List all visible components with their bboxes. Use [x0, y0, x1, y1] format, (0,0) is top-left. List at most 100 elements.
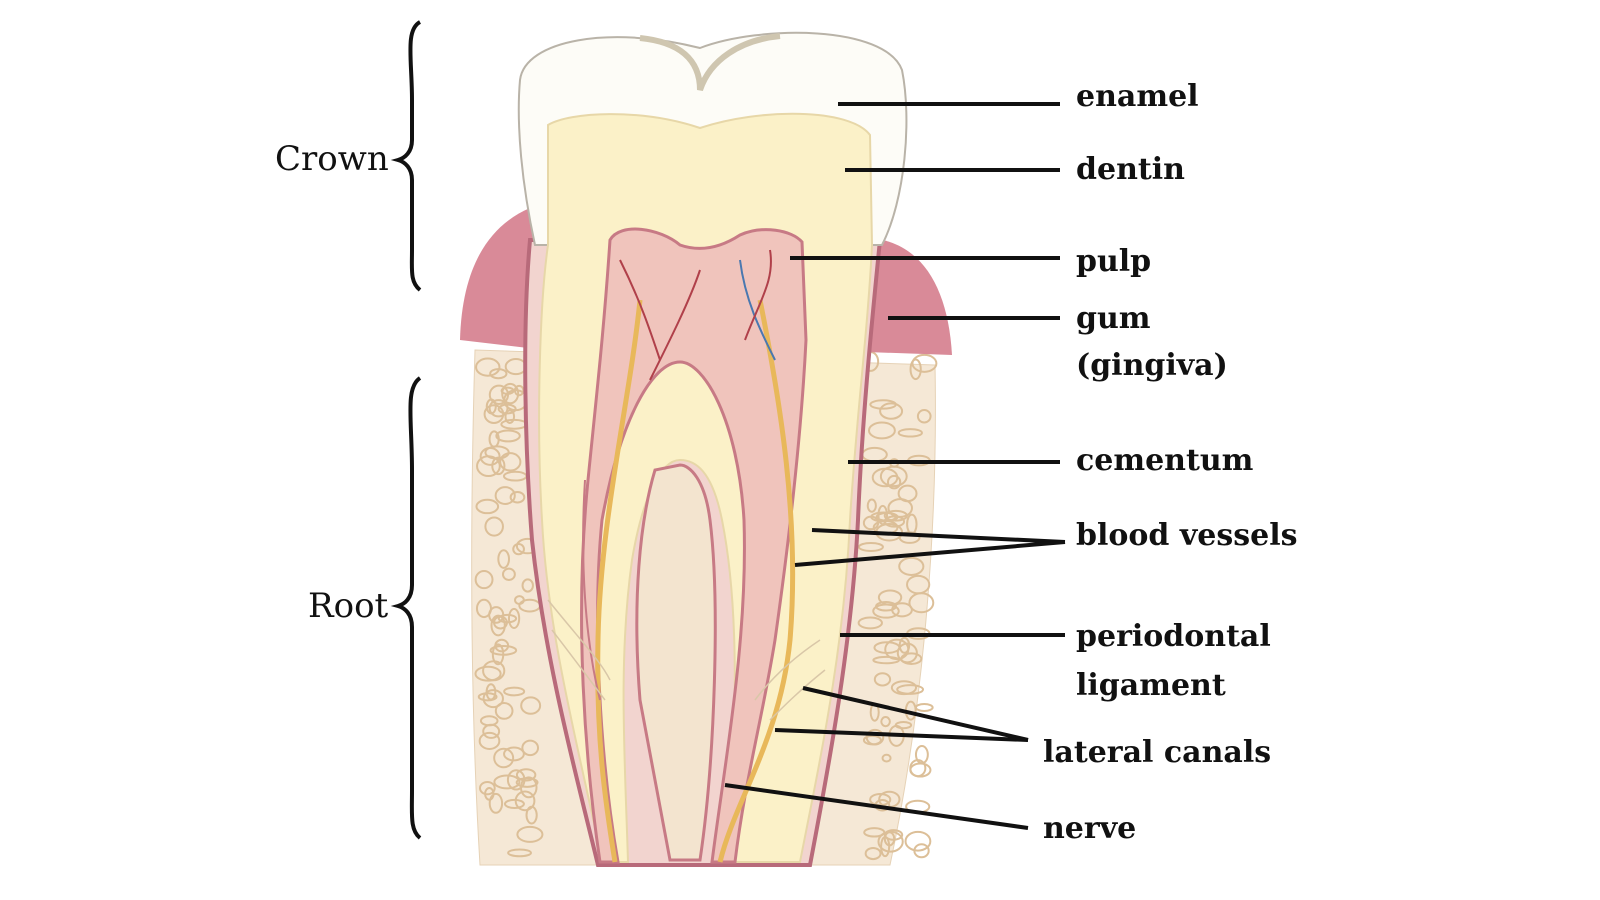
bone-texture: [494, 486, 516, 505]
bone-texture: [883, 831, 896, 847]
bone-texture: [477, 692, 498, 702]
bone-texture: [887, 498, 913, 518]
bone-texture: [475, 357, 501, 377]
bone-texture: [478, 780, 496, 796]
bone-texture: [872, 655, 901, 665]
bone-texture: [479, 447, 501, 466]
bone-texture: [495, 429, 521, 443]
bone-texture: [501, 382, 520, 405]
bone-texture: [880, 716, 891, 728]
label-ligament: ligament: [1076, 668, 1226, 703]
bone-texture: [869, 399, 897, 410]
bone-texture: [871, 467, 899, 488]
bone-texture: [886, 474, 902, 490]
bone-texture: [497, 549, 511, 569]
bone-texture: [521, 578, 534, 593]
label-periodontal: periodontal: [1076, 619, 1271, 654]
bone-texture: [507, 607, 521, 630]
bone-texture: [503, 746, 525, 762]
bone-texture: [493, 774, 521, 790]
bone-texture: [475, 598, 492, 619]
bone-texture: [503, 686, 526, 697]
label-pulp: pulp: [1076, 244, 1151, 279]
bone-texture: [867, 421, 896, 440]
blood-vessels: [582, 249, 796, 863]
bone-texture: [896, 684, 925, 695]
bone-texture: [490, 614, 506, 637]
label-dentin: dentin: [1076, 152, 1185, 187]
bone-texture: [873, 672, 892, 687]
bone-texture: [504, 409, 516, 424]
bone-texture: [478, 731, 501, 751]
bone-texture: [491, 456, 506, 476]
bone-texture: [857, 541, 884, 552]
label-enamel: enamel: [1076, 79, 1199, 114]
label-gum: gum: [1076, 301, 1151, 336]
leader-lines: [724, 102, 1066, 830]
bone-texture: [494, 701, 514, 720]
root-brace: [390, 376, 422, 840]
bone-texture: [879, 402, 904, 420]
bone-texture: [497, 613, 518, 624]
bone-texture: [914, 703, 934, 712]
label-lateral-canals: lateral canals: [1043, 735, 1271, 770]
bone-texture: [501, 567, 516, 581]
bone-texture: [862, 734, 882, 746]
label-gingiva: (gingiva): [1076, 348, 1228, 383]
bone-texture: [515, 768, 537, 782]
label-cementum: cementum: [1076, 443, 1254, 478]
bone-texture: [898, 636, 911, 654]
bone-texture: [864, 846, 882, 861]
bone-texture: [525, 805, 538, 825]
bone-texture: [484, 516, 504, 537]
bone-texture: [909, 759, 927, 778]
bone-texture: [503, 798, 525, 810]
bone-texture: [499, 452, 522, 472]
bone-texture: [872, 603, 900, 619]
label-blood-vessels: blood vessels: [1076, 518, 1297, 553]
bone-texture: [914, 745, 929, 765]
gum: [866, 238, 952, 355]
label-nerve: nerve: [1043, 811, 1136, 846]
bone-texture: [474, 665, 502, 682]
bone-texture: [906, 574, 931, 595]
crown-brace: [390, 20, 422, 292]
bone-texture: [488, 399, 509, 418]
bone-texture: [497, 403, 517, 415]
bone-texture: [881, 753, 892, 763]
bone-texture: [521, 739, 540, 757]
bone-texture: [488, 792, 504, 814]
bone-texture: [519, 776, 538, 799]
bone-texture: [520, 696, 542, 715]
bone-texture: [509, 491, 526, 504]
bone-texture: [896, 642, 918, 664]
bone-texture: [474, 570, 494, 590]
bone-texture: [507, 848, 532, 858]
bone-texture: [897, 428, 923, 438]
bone-texture: [879, 465, 908, 488]
bone-texture: [900, 652, 923, 665]
bone-texture: [493, 747, 515, 769]
gum: [460, 208, 545, 350]
bone-texture: [475, 498, 500, 515]
bone-texture: [898, 556, 925, 576]
bone-texture: [866, 498, 877, 513]
lateral-canals: [547, 599, 826, 721]
bone-texture: [891, 602, 913, 618]
crown-label: Crown: [275, 139, 389, 179]
bone-texture: [857, 616, 883, 630]
bone-texture: [512, 542, 525, 556]
bone-texture: [491, 643, 505, 666]
bone-texture: [916, 408, 932, 424]
bone-texture: [482, 689, 504, 709]
pulp: [580, 227, 808, 864]
root-label: Root: [308, 586, 389, 626]
bone-texture: [476, 455, 501, 478]
bone-texture: [909, 358, 922, 381]
bone-texture: [482, 660, 506, 682]
bone-texture: [489, 368, 508, 380]
bone-texture: [904, 830, 932, 852]
bone-texture: [479, 715, 499, 727]
bone-texture: [877, 504, 889, 526]
